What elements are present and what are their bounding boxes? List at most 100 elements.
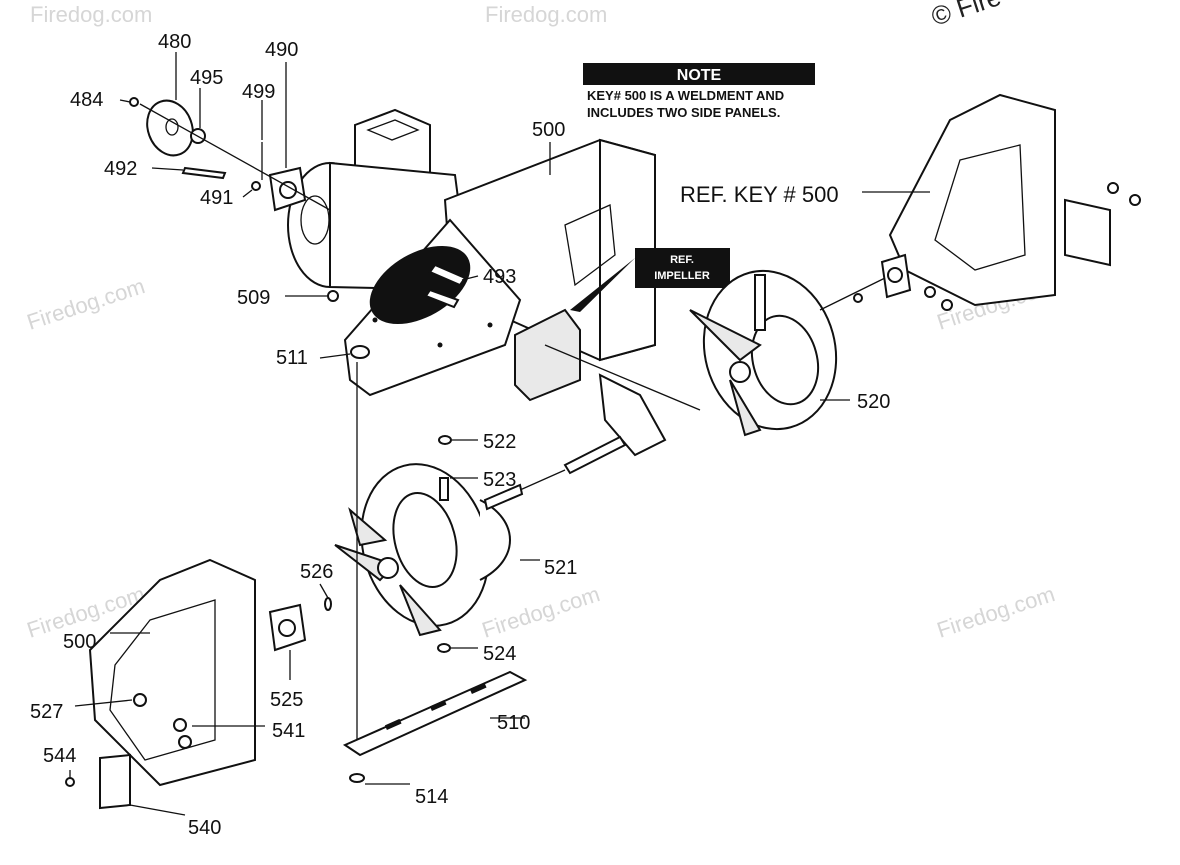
- pulley-480: [146, 99, 194, 157]
- leader-lines: [69, 52, 930, 816]
- key-492: [181, 166, 227, 180]
- auger-right-paddle: [689, 309, 762, 362]
- right-nut-a: [1107, 182, 1119, 194]
- fasteners: [327, 263, 467, 359]
- pulley-assembly: [129, 97, 331, 212]
- auger-left-521: [324, 435, 524, 653]
- bolt-493-a: [428, 263, 467, 287]
- gearbox-mount-plate: [514, 308, 581, 402]
- label-ref-key-500: REF. KEY # 500: [680, 182, 839, 207]
- note-header-bar: [583, 63, 815, 85]
- leader-540: [129, 804, 186, 816]
- label-540: 540: [188, 817, 221, 839]
- note-line-1: KEY# 500 IS A WELDMENT AND: [587, 88, 784, 103]
- chute-opening: [366, 119, 420, 141]
- watermark-brand: Firedog.com: [485, 2, 607, 27]
- bolt-hole: [372, 317, 378, 323]
- auger-left-paddle: [348, 507, 388, 547]
- scraper-bar: [342, 670, 528, 757]
- part-number-labels: 480 484 490 491 492 493 495 499 500 509 …: [30, 31, 890, 839]
- label-523: 523: [483, 469, 516, 491]
- auger-left-hub: [377, 557, 399, 579]
- right-skid-bracket: [1064, 198, 1111, 267]
- bolt-hole: [437, 342, 443, 348]
- shear-bolt-522: [438, 435, 452, 445]
- scraper-slot: [384, 718, 402, 730]
- label-521: 521: [544, 557, 577, 579]
- spacer-523: [439, 477, 449, 501]
- label-495: 495: [190, 67, 223, 89]
- auger-left-flight-inner: [392, 491, 458, 589]
- label-525: 525: [270, 689, 303, 711]
- shaft-axis-line: [139, 103, 331, 211]
- label-541: 541: [272, 720, 305, 742]
- label-499: 499: [242, 81, 275, 103]
- label-524: 524: [483, 643, 516, 665]
- bolt-541: [173, 718, 187, 732]
- watermark-brand: Firedog.com: [24, 273, 148, 335]
- leader-527: [74, 699, 133, 707]
- right-panel-inner: [934, 144, 1026, 271]
- label-500: 500: [532, 119, 565, 141]
- watermark-brand: Firedog.com: [30, 2, 152, 27]
- leader-491: [242, 189, 253, 198]
- label-484: 484: [70, 89, 103, 111]
- scraper-bar-510: [342, 362, 528, 783]
- right-washer: [853, 293, 863, 303]
- left-panel-outer: [88, 558, 256, 787]
- shear-pin-right: [754, 274, 766, 331]
- label-480: 480: [158, 31, 191, 53]
- note-heading: NOTE: [677, 67, 722, 84]
- housing-side-cutout: [564, 204, 616, 287]
- label-527: 527: [30, 701, 63, 723]
- bearing-hub-525: [278, 619, 296, 637]
- left-side-panel: [65, 558, 307, 810]
- leader-511: [319, 353, 351, 359]
- bolt-491: [251, 181, 261, 191]
- ref-tag-line-2: IMPELLER: [654, 270, 710, 282]
- auger-left-shaft: [483, 483, 524, 511]
- nut-544: [65, 777, 75, 787]
- nut-524: [437, 643, 451, 653]
- bolt-511: [350, 345, 370, 359]
- copyright-mark: © Fire: [928, 0, 1005, 32]
- ref-tag-line-1: REF.: [670, 254, 694, 266]
- watermark-brand: Firedog.com: [479, 581, 603, 643]
- bolt-493-b: [424, 288, 460, 309]
- right-nut-b: [1129, 194, 1141, 206]
- ref-tag-pointer: [570, 258, 635, 312]
- gearbox-axis-line: [544, 344, 701, 411]
- auger-left-outer-flight: [479, 499, 511, 581]
- blower-housing: [287, 108, 656, 397]
- bolt-509: [327, 290, 339, 302]
- nut-514: [349, 773, 365, 783]
- bearing-hub: [279, 181, 297, 199]
- scraper-slot: [469, 682, 487, 694]
- right-axis-line: [819, 277, 886, 311]
- label-544: 544: [43, 745, 76, 767]
- ref-tag-box: [635, 248, 730, 288]
- skid-bracket-540: [99, 753, 131, 810]
- note-line-2: INCLUDES TWO SIDE PANELS.: [587, 105, 780, 120]
- left-panel-inner: [109, 599, 216, 761]
- auger-right-hub: [729, 361, 751, 383]
- pulley-hub: [165, 118, 179, 136]
- right-bolt-a: [924, 286, 936, 298]
- gearbox-assembly: [514, 308, 701, 491]
- label-491: 491: [200, 187, 233, 209]
- watermark-brand: Firedog.com: [934, 581, 1058, 643]
- label-490: 490: [265, 39, 298, 61]
- bolt-527: [133, 693, 147, 707]
- right-bolt-b: [941, 299, 953, 311]
- auger-right-paddle: [729, 379, 762, 437]
- auger-shaft: [563, 435, 627, 475]
- scraper-slot: [429, 699, 447, 711]
- right-bearing-hub: [887, 267, 903, 283]
- label-509: 509: [237, 287, 270, 309]
- nut-484: [129, 97, 139, 107]
- leader-526: [319, 583, 329, 599]
- bolt-hole: [487, 322, 493, 328]
- auger-left-paddle: [399, 584, 442, 637]
